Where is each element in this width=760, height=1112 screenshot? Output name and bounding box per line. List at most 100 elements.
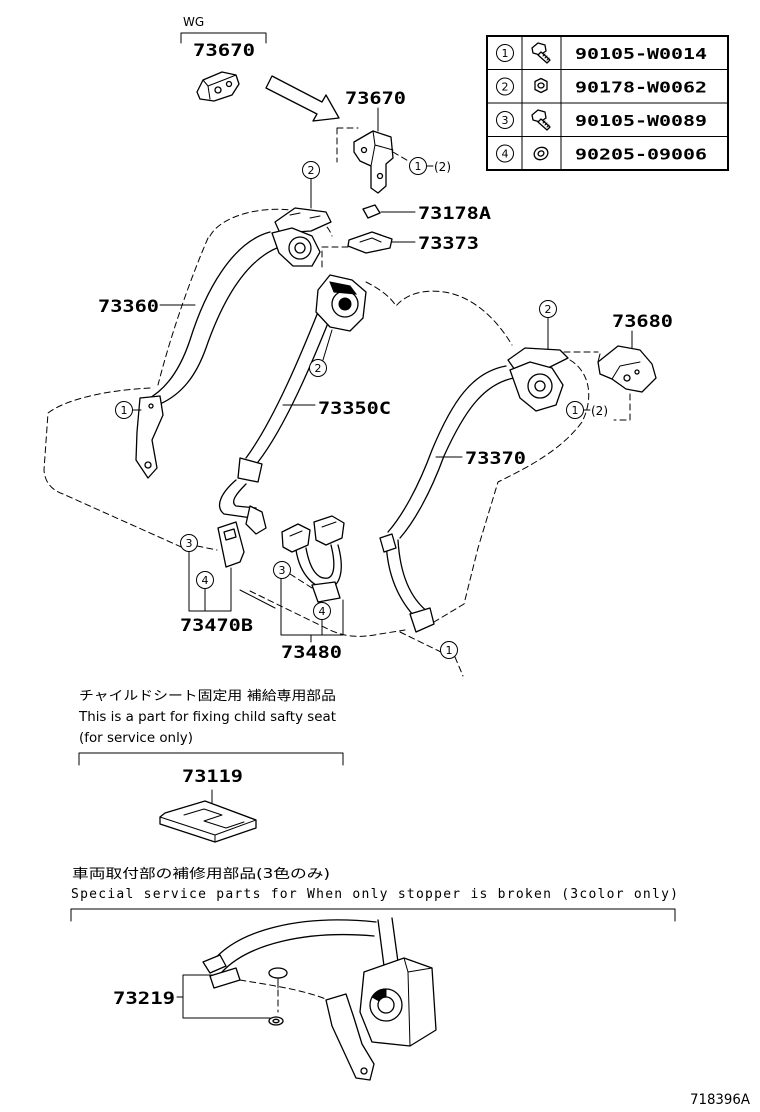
svg-text:1: 1 <box>121 404 128 417</box>
svg-text:2: 2 <box>545 303 552 316</box>
svg-text:2: 2 <box>315 362 322 375</box>
callout-1-cover: 1 <box>566 401 584 419</box>
part-73178a-group: 73178A <box>362 204 491 224</box>
lower-anchor-bracket <box>325 993 375 1081</box>
callout-qty-bracket: (2) <box>434 160 451 174</box>
svg-text:1: 1 <box>415 160 422 173</box>
callout-3-buckle: 3 <box>180 534 198 552</box>
nut-icon <box>534 77 548 94</box>
part-73373-group: 73373 <box>321 231 479 269</box>
buckle-73480-anchor <box>311 581 341 603</box>
variant-label: WG <box>183 15 204 29</box>
left-belt-webbing <box>145 231 271 401</box>
svg-text:1: 1 <box>446 644 453 657</box>
stopper-note: 車両取付部の補修用部品(3色のみ) Special service parts … <box>70 866 678 922</box>
wg-variant-group: WG 73670 <box>180 15 267 102</box>
part-label-73178a: 73178A <box>418 204 491 224</box>
stopper-73219-group: 73219 <box>113 917 437 1081</box>
part-label-73680: 73680 <box>612 312 673 332</box>
table-row: 1 90105-W0014 <box>496 42 707 64</box>
part-label-73119: 73119 <box>182 767 243 787</box>
illustration-id: 718396A <box>690 1092 750 1108</box>
belt-webbing-upper <box>211 919 377 963</box>
right-lower-anchor <box>409 607 435 633</box>
table-grid <box>486 35 729 171</box>
callout-3-double-buckle: 3 <box>273 561 291 579</box>
center-belt-webbing <box>245 311 319 459</box>
table-part-number: 90105-W0089 <box>575 112 707 130</box>
part-label-73470b: 73470B <box>180 616 253 636</box>
cover-73680-group: 73680 1 (2) <box>566 312 673 421</box>
table-ref: 3 <box>502 114 509 127</box>
variant-bracket <box>180 32 267 44</box>
bolt-icon <box>531 109 551 131</box>
center-belt-tongue <box>237 457 263 483</box>
callout-2-left-anchor: 2 <box>302 161 320 179</box>
svg-text:3: 3 <box>186 537 193 550</box>
callout-1-bracket: 1 <box>409 157 427 175</box>
dashed-guide <box>336 127 359 163</box>
cover-73680-drawing <box>597 345 657 393</box>
bracket-73670-drawing <box>353 130 394 194</box>
table-row: 3 90105-W0089 <box>496 109 707 131</box>
plate-73373 <box>347 231 393 254</box>
part-label-73670-wg: 73670 <box>193 41 255 61</box>
part-label-73360: 73360 <box>98 297 159 317</box>
seat-belt-73350c: 2 73350C <box>219 274 391 535</box>
table-part-number: 90205-09006 <box>575 146 707 164</box>
seat-back-outline <box>43 208 590 637</box>
left-anchor-plate <box>274 207 332 234</box>
stopper-note-en: Special service parts for When only stop… <box>71 887 678 902</box>
belt-webbing-retractor <box>377 917 399 967</box>
bracket-73480 <box>280 578 344 636</box>
table-part-number: 90178-W0062 <box>575 79 707 97</box>
washer-icon <box>533 146 549 161</box>
right-belt-webbing <box>387 365 507 533</box>
stopper-bracket <box>70 908 676 922</box>
part-label-73219: 73219 <box>113 989 175 1009</box>
callout-4-double-buckle: 4 <box>313 602 331 620</box>
table-ref: 2 <box>502 81 509 94</box>
child-seat-anchor-plate-73119 <box>159 800 257 843</box>
table-row: 4 90205-09006 <box>496 144 707 164</box>
clip-73178a <box>362 204 381 219</box>
seat-belt-73360: 2 1 73360 <box>98 161 332 479</box>
stopper-button <box>268 967 288 1026</box>
svg-text:2: 2 <box>308 164 315 177</box>
child-seat-note: チャイルドシート固定用 補給専用部品 This is a part for fi… <box>78 689 344 843</box>
center-lower-anchor <box>245 505 267 535</box>
callout-4-buckle: 4 <box>196 571 214 589</box>
bracket-73219 <box>176 974 271 1019</box>
part-label-73370: 73370 <box>465 449 526 469</box>
bracket-73670-wg-drawing <box>196 71 240 102</box>
svg-text:3: 3 <box>279 564 286 577</box>
callout-1-seat-bottom: 1 <box>440 641 458 659</box>
table-ref: 4 <box>502 148 509 161</box>
callout-1-left-anchor: 1 <box>115 401 133 419</box>
bolt-icon <box>531 42 551 64</box>
callout-qty-cover: (2) <box>591 404 608 418</box>
table-part-number: 90105-W0014 <box>575 45 707 63</box>
child-seat-note-en: This is a part for fixing child safty se… <box>78 710 336 725</box>
buckle-73470b <box>217 521 245 568</box>
fastener-table: 1 90105-W0014 2 90178-W0062 3 90105- <box>486 35 729 171</box>
part-label-73670: 73670 <box>345 89 406 109</box>
part-label-73373: 73373 <box>418 234 479 254</box>
callout-2-center: 2 <box>309 359 327 377</box>
table-row: 2 90178-W0062 <box>496 77 707 97</box>
left-lower-anchor <box>135 395 164 479</box>
buckle-release-button <box>223 528 237 541</box>
webbing-tab <box>202 954 227 974</box>
callout-2-right: 2 <box>539 300 557 318</box>
stopper-note-jp: 車両取付部の補修用部品(3色のみ) <box>72 866 330 882</box>
buckle-73480-left <box>281 523 311 553</box>
buckle-73480-right <box>313 515 345 546</box>
buckle-73480-group: 3 4 73480 <box>273 515 345 663</box>
part-label-73350c: 73350C <box>318 399 391 419</box>
right-belt-guide <box>379 533 397 553</box>
part-label-73480: 73480 <box>281 643 342 663</box>
child-seat-note-service: (for service only) <box>79 731 193 746</box>
bracket-73670-group: 73670 1 (2) <box>336 89 451 194</box>
